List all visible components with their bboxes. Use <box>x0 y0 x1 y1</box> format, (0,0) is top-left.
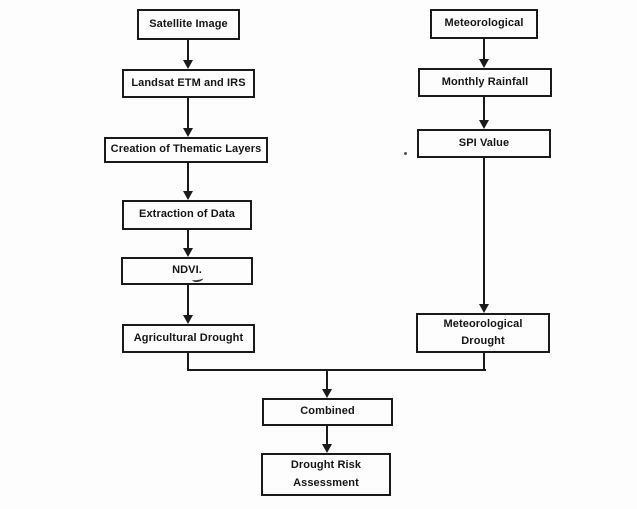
arrow-spi-to-meteodrought <box>483 158 485 305</box>
arrow-extraction-to-ndvi <box>187 230 189 249</box>
arrow-combined-to-risk <box>326 426 328 445</box>
node-extraction-of-data: Extraction of Data <box>122 200 252 230</box>
arrowhead-icon <box>183 315 193 324</box>
arrowhead-icon <box>183 60 193 69</box>
node-satellite-image: Satellite Image <box>137 9 240 40</box>
node-monthly-rainfall: Monthly Rainfall <box>418 68 552 97</box>
node-ndvi: NDVI. <box>121 257 253 285</box>
arrow-satellite-to-landsat <box>187 40 189 61</box>
arrow-merge-to-combined <box>326 370 328 390</box>
node-spi-value: SPI Value <box>417 129 551 158</box>
scan-artifact-dot <box>404 152 407 155</box>
arrowhead-icon <box>183 128 193 137</box>
arrow-rainfall-to-spi <box>483 97 485 121</box>
arrowhead-icon <box>479 304 489 313</box>
node-agricultural-drought: Agricultural Drought <box>122 324 255 353</box>
connector-agricultural-down <box>187 353 189 371</box>
arrow-meteorological-to-rainfall <box>483 39 485 60</box>
node-thematic-layers: Creation of Thematic Layers <box>104 137 268 163</box>
arrowhead-icon <box>183 248 193 257</box>
arrowhead-icon <box>322 444 332 453</box>
connector-meteodrought-down <box>483 353 485 371</box>
arrow-landsat-to-thematic <box>187 98 189 129</box>
arrow-thematic-to-extraction <box>187 163 189 192</box>
arrow-ndvi-to-agricultural <box>187 285 189 316</box>
connector-merge-horizontal <box>187 369 486 371</box>
arrowhead-icon <box>183 191 193 200</box>
arrowhead-icon <box>479 59 489 68</box>
node-landsat-etm-irs: Landsat ETM and IRS <box>122 69 255 98</box>
node-drought-risk-assessment: Drought Risk Assessment <box>261 453 391 496</box>
node-meteorological: Meteorological <box>430 9 538 39</box>
arrowhead-icon <box>322 389 332 398</box>
node-combined: Combined <box>262 398 393 426</box>
arrowhead-icon <box>479 120 489 129</box>
node-meteorological-drought: Meteorological Drought <box>416 313 550 353</box>
